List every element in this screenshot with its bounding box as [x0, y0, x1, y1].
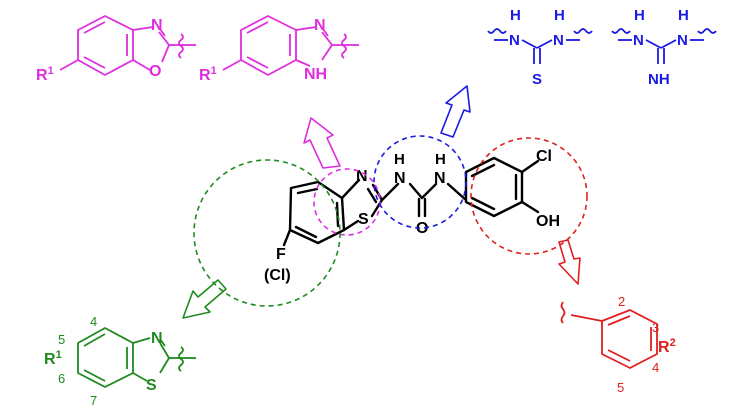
guanidine-imine-nh: NH — [648, 71, 670, 88]
central-oh-group: OH — [536, 213, 560, 230]
magenta-arrow-icon — [303, 117, 341, 169]
guanidine-right-n: N — [677, 32, 688, 49]
thiourea-fragment — [487, 28, 593, 64]
green-dashed-circle — [193, 159, 341, 307]
central-urea-left-n: N — [394, 170, 406, 187]
benzimidazole-n-atom: N — [314, 17, 326, 34]
central-thiazole-s: S — [358, 211, 369, 228]
red-dashed-circle — [470, 137, 588, 255]
central-cl-atom: Cl — [536, 148, 552, 165]
benzothiazole-r1-label: R1 — [44, 349, 62, 368]
phenyl-fragment — [560, 301, 658, 369]
thiourea-s-atom: S — [532, 71, 542, 88]
benzoxazole-fragment — [59, 15, 196, 76]
red-arrow-icon — [558, 239, 581, 285]
blue-arrow-icon — [440, 85, 471, 138]
central-cl-alt-atom: (Cl) — [264, 267, 291, 284]
phenyl-position-4: 4 — [652, 360, 659, 375]
phenyl-r2-label: R2 — [658, 337, 676, 356]
benzothiazole-position-5: 5 — [58, 332, 65, 347]
guanidine-fragment — [611, 28, 717, 64]
thiourea-left-h: H — [510, 7, 521, 24]
benzoxazole-n-atom: N — [151, 17, 163, 34]
magenta-dashed-circle — [313, 168, 381, 236]
benzothiazole-fragment — [77, 327, 196, 388]
benzothiazole-position-6: 6 — [58, 371, 65, 386]
guanidine-left-n: N — [633, 32, 644, 49]
thiourea-left-n: N — [509, 32, 520, 49]
benzoxazole-r1-label: R1 — [36, 65, 54, 84]
phenyl-position-3: 3 — [652, 320, 659, 335]
phenyl-position-2: 2 — [618, 294, 625, 309]
thiourea-right-n: N — [553, 32, 564, 49]
central-thiazole-n: N — [356, 168, 368, 185]
central-f-atom: F — [276, 246, 286, 263]
green-arrow-icon — [182, 279, 227, 319]
central-urea-o: O — [416, 220, 428, 237]
thiourea-right-h: H — [554, 7, 565, 24]
central-urea-left-h: H — [394, 151, 405, 168]
benzothiazole-position-4: 4 — [90, 314, 97, 329]
benzimidazole-nh-atom: NH — [304, 66, 327, 83]
benzothiazole-s-atom: S — [146, 377, 157, 394]
central-urea-right-n: N — [434, 170, 446, 187]
central-molecule — [282, 156, 540, 247]
benzimidazole-fragment — [222, 15, 359, 76]
benzothiazole-position-7: 7 — [90, 393, 97, 408]
blue-dashed-circle — [373, 135, 467, 229]
phenyl-position-5: 5 — [617, 380, 624, 395]
central-urea-right-h: H — [435, 151, 446, 168]
benzothiazole-n-atom: N — [151, 330, 163, 347]
benzimidazole-r1-label: R1 — [199, 65, 217, 84]
guanidine-right-h: H — [678, 7, 689, 24]
guanidine-left-h: H — [634, 7, 645, 24]
benzoxazole-o-atom: O — [149, 63, 161, 80]
